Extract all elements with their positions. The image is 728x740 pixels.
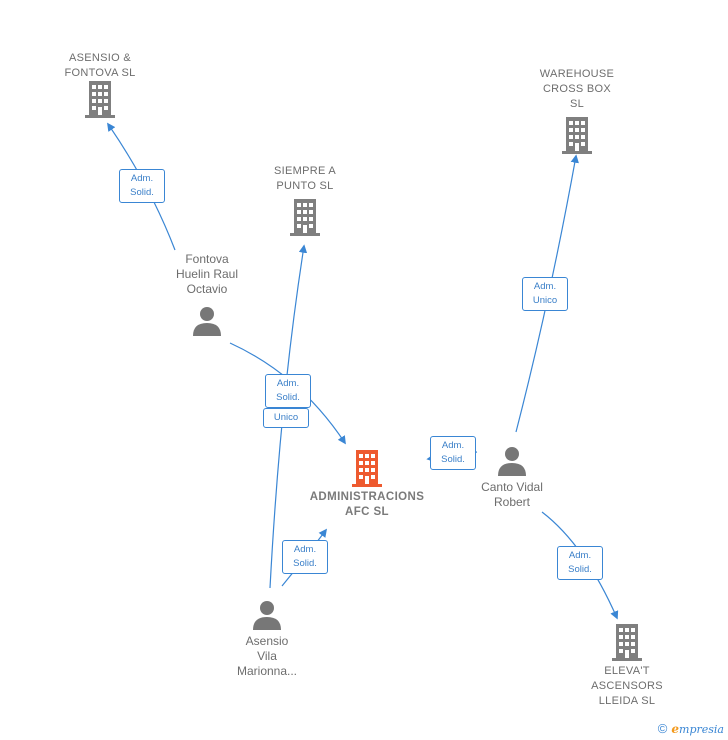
node-label: Canto Vidal Robert	[481, 480, 543, 509]
person-icon	[193, 307, 221, 336]
node-label: Fontova Huelin Raul Octavio	[175, 252, 239, 296]
footer-brand: ©empresia	[658, 721, 724, 736]
copyright-symbol: ©	[657, 721, 668, 736]
node-siempre-a-punto[interactable]: SIEMPRE A PUNTO SL	[250, 164, 360, 237]
person-icon	[498, 447, 526, 476]
brand-initial: e	[671, 722, 680, 736]
node-label: ASENSIO & FONTOVA SL	[64, 52, 136, 79]
node-asensio-vila[interactable]: Asensio Vila Marionna...	[217, 600, 317, 679]
node-administracions-afc[interactable]: ADMINISTRACIONS AFC SL	[292, 450, 442, 520]
node-label: Asensio Vila Marionna...	[236, 634, 298, 678]
building-icon	[85, 81, 115, 118]
node-canto-vidal[interactable]: Canto Vidal Robert	[462, 446, 562, 510]
node-label: SIEMPRE A PUNTO SL	[274, 165, 336, 192]
building-icon	[612, 624, 642, 661]
node-label: WAREHOUSE CROSS BOX SL	[539, 68, 615, 110]
edge-label-canto-administracions[interactable]: Adm. Solid.	[430, 436, 476, 470]
node-label: ELEVA'T ASCENSORS LLEIDA SL	[591, 665, 663, 707]
person-icon	[253, 601, 281, 630]
node-fontova-huelin[interactable]: Fontova Huelin Raul Octavio	[157, 252, 257, 336]
node-warehouse-cross-box[interactable]: WAREHOUSE CROSS BOX SL	[522, 67, 632, 155]
node-asensio-fontova[interactable]: ASENSIO & FONTOVA SL	[45, 51, 155, 119]
building-icon	[290, 199, 320, 236]
edge-label-asensio-vila-administracions[interactable]: Adm. Solid.	[282, 540, 328, 574]
edge-label-canto-elevat[interactable]: Adm. Solid.	[557, 546, 603, 580]
edge-label-fontova-asensio-fontova[interactable]: Adm. Solid.	[119, 169, 165, 203]
brand-name: mpresia	[679, 723, 724, 736]
node-label: ADMINISTRACIONS AFC SL	[309, 491, 425, 518]
edge-label-fontova-administracions[interactable]: Adm. Solid.	[265, 374, 311, 408]
building-icon	[562, 117, 592, 154]
building-icon	[352, 450, 382, 487]
edge-label-asensio-vila-siempre-a-punto[interactable]: Unico	[263, 408, 309, 428]
edge-label-canto-warehouse[interactable]: Adm. Unico	[522, 277, 568, 311]
node-elevat-ascensors[interactable]: ELEVA'T ASCENSORS LLEIDA SL	[572, 624, 682, 709]
